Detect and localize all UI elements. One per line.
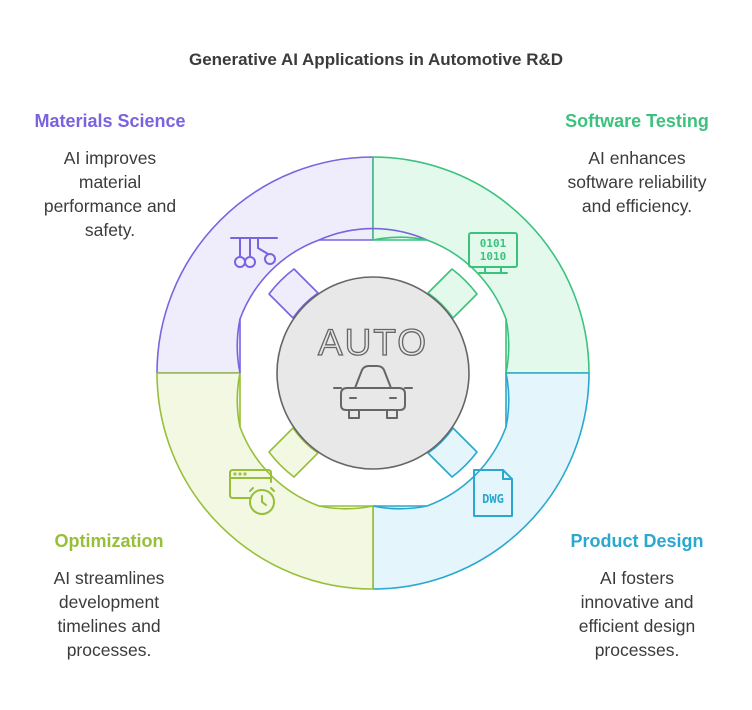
center-hub <box>276 276 470 470</box>
inner-arc-software-testing <box>427 268 478 319</box>
heading-materials-science: Materials Science <box>34 111 186 131</box>
timer-window-icon <box>229 469 275 515</box>
description-product-design: AI fosters innovative and efficient desi… <box>578 568 696 660</box>
segment-product-design <box>372 372 590 590</box>
description-software-testing: AI enhances software reliability and eff… <box>567 148 707 216</box>
description-optimization: AI streamlines development timelines and… <box>53 568 165 660</box>
binary-monitor-icon: 0101 1010 <box>468 232 518 274</box>
heading-software-testing: Software Testing <box>565 111 709 131</box>
diagram-title: Generative AI Applications in Automotive… <box>188 50 564 69</box>
inner-arc-product-design <box>427 427 478 478</box>
segment-optimization <box>156 372 374 590</box>
center-label: AUTO <box>318 322 428 363</box>
heading-optimization: Optimization <box>54 531 164 551</box>
description-materials-science: AI improves material performance and saf… <box>43 148 177 240</box>
heading-product-design: Product Design <box>570 531 704 551</box>
car-icon <box>333 365 413 419</box>
pendulum-icon <box>230 237 278 268</box>
svg-text:1010: 1010 <box>480 250 507 263</box>
svg-text:DWG: DWG <box>482 492 504 506</box>
dwg-file-icon: DWG <box>473 469 513 517</box>
svg-text:0101: 0101 <box>480 237 507 250</box>
segment-materials-science <box>156 156 374 374</box>
inner-arc-optimization <box>268 427 319 478</box>
inner-arc-materials-science <box>268 268 319 319</box>
